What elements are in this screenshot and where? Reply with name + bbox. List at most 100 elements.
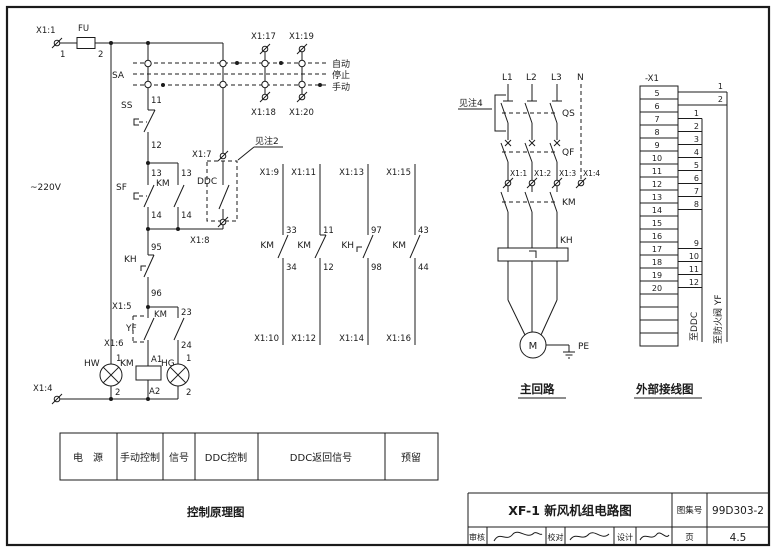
strip-row: 12 [652,180,662,189]
selector-switch-sa: SA X1:17 X1:18 X1:19 [112,32,350,153]
legend-table: 电 源 手动控制 信号 DDC控制 DDC返回信号 预留 控制原理图 [59,432,439,519]
terminal-label: X1:17 [251,32,276,42]
terminal-label: X1:16 [386,334,411,344]
wire-number: 23 [181,308,192,318]
stop-button-ss: 11 SS 12 [121,96,162,163]
main-circuit-caption: 主回路 [520,382,555,396]
terminal-icon [259,91,271,103]
wire-number: 34 [286,263,297,273]
terminal-label: X1:19 [289,32,314,42]
wire-number: 1 [718,82,723,91]
legend-cell-reserved: 预留 [401,451,421,464]
wire-number: 24 [181,341,192,351]
pe-label: PE [578,342,589,352]
hw-label: HW [84,359,100,369]
wire-number: 3 [694,135,699,144]
pole-n [575,84,587,189]
strip-row: 15 [652,219,662,228]
signature [639,532,670,541]
yf-interlock: YF X1:6 [104,307,155,366]
strip-row: 8 [654,128,659,137]
proofread-label: 校对 [548,532,564,542]
terminal-label: X1:12 [291,334,316,344]
terminal-label: X1:20 [289,108,314,118]
pole-l1 [500,84,514,248]
to-yf-label: 至防火阀 YF [712,294,724,344]
terminal-label: X1:11 [291,168,316,178]
position-manual: 手动 [332,81,350,93]
wire-number: 4 [694,148,699,157]
thermal-relay-box [497,247,569,262]
note4-label: 见注4 [459,97,483,109]
terminal-icon [259,43,271,55]
strip-row: 17 [652,245,662,254]
wire-number: 13 [181,169,192,179]
wire-number: 96 [151,289,162,299]
wire-number: 2 [115,388,120,398]
atlas-number: 99D303-2 [712,505,764,517]
terminal-icon [217,150,229,162]
km-label: KM [120,359,134,369]
atlas-number-label: 图集号 [677,505,703,516]
wire-number: 11 [151,96,162,106]
wire-number: 1 [186,354,191,364]
terminal-icon [296,91,308,103]
wire-number: 33 [286,226,297,236]
pole-l2 [524,84,538,248]
signature [569,532,610,541]
legend-cell-ddc-control: DDC控制 [205,451,247,464]
legend-cell-signal: 信号 [169,452,189,464]
wires-to-ddc: 1 2 3 4 5 6 7 8 9 10 11 12 至DDC [678,109,703,342]
device-label: KM [392,241,406,251]
terminal-label: X1:1 [36,26,56,36]
phase-l3: L3 [551,73,562,83]
ddc-box [206,160,238,222]
device-label: KM [297,241,311,251]
review-label: 审核 [469,532,485,542]
phase-l1: L1 [502,73,513,83]
position-stop: 停止 [332,69,350,81]
km-aux-contact: 13 KM 14 [156,163,192,229]
strip-row: 16 [652,232,662,241]
qf-label: QF [562,148,574,158]
terminal-label: X1:1 [510,169,527,178]
ddc-return-columns: X1:9 KM 33 34 X1:10 X1:11 KM 11 12 X1:12… [254,164,429,345]
title-block: XF-1 新风机组电路图 图集号 99D303-2 审核 校对 设计 页 4.5 [467,492,769,545]
device-label: KM [260,241,274,251]
terminal-label: X1:7 [192,150,212,160]
km-label: KM [562,198,576,208]
wire-number: 2 [98,50,103,60]
strip-row: 6 [654,102,659,111]
design-label: 设计 [617,532,633,542]
terminal-strip: -X1 5 6 7 8 9 10 11 12 13 14 15 16 [634,74,728,399]
terminal-label: X1:2 [534,169,551,178]
strip-row: 10 [652,154,662,163]
main-circuit: L1 L2 L3 N 见注4 [458,73,600,399]
legend-cell-power: 电 源 [73,451,103,464]
page-number: 4.5 [730,532,747,544]
wire-number: 12 [323,263,334,273]
start-button-sf: 13 SF 14 [116,163,162,229]
legend-cell-manual: 手动控制 [120,451,160,464]
strip-title: -X1 [645,74,659,84]
yf-label: YF [125,324,137,334]
terminal-icon [296,43,308,55]
strip-row: 11 [652,167,662,176]
wire-number: 2 [718,95,723,104]
drawing-title: XF-1 新风机组电路图 [508,503,632,518]
note2-label: 见注2 [255,135,279,147]
wire-number: 1 [60,50,65,60]
terminal-label: X1:14 [339,334,364,344]
wire-number: 5 [694,161,699,170]
wire-number: 43 [418,226,429,236]
wires-to-yf: 1 2 至防火阀 YF [678,82,728,344]
hw-lamp: HW 1 2 [84,354,123,399]
kh-label: KH [124,255,137,265]
wire-number: 1 [116,354,121,364]
wire-number: 2 [186,388,191,398]
ground-pe: PE [546,342,589,359]
wire-number: 12 [151,141,162,151]
terminal-label: X1:8 [190,236,210,246]
